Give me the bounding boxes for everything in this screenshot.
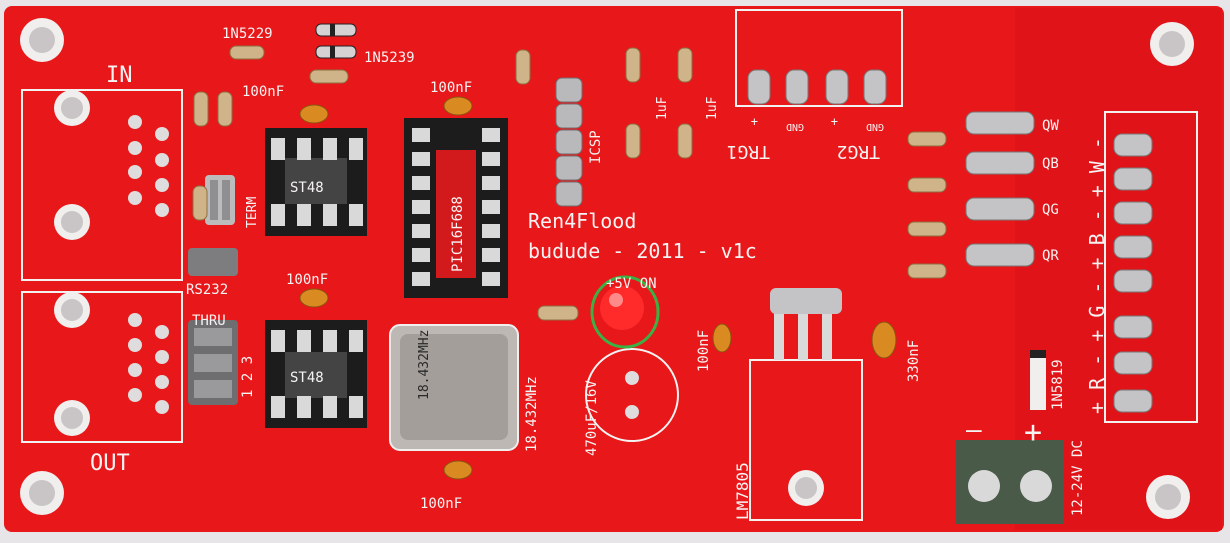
label-diode-1n5229: 1N5229: [222, 26, 273, 42]
led-highlight-circle: [590, 275, 660, 349]
label-qw: QW: [1042, 118, 1059, 134]
label-diode-1n5819: 1N5819: [1050, 359, 1066, 410]
resistors: [192, 45, 947, 321]
voltage-regulator: [749, 288, 863, 521]
label-trg2-plus: +: [831, 115, 838, 129]
board-title-line1: Ren4Flood: [528, 209, 636, 233]
board-title-line2: budude - 2011 - v1c: [528, 239, 757, 263]
ic-socket-mcu: [404, 118, 508, 298]
label-dc-minus: —: [966, 415, 982, 445]
label-qg: QG: [1042, 202, 1059, 218]
ic-socket-top: [265, 128, 367, 236]
label-icsp: ICSP: [588, 130, 604, 164]
label-trg1-gnd: GND: [786, 121, 804, 132]
label-in: IN: [106, 63, 133, 88]
output-terminal-strip: [1104, 111, 1198, 423]
label-jumper-123: 1 2 3: [240, 356, 256, 398]
output-transistors: [965, 111, 1035, 267]
label-trg1: TRG1: [727, 141, 770, 162]
mounting-holes: [20, 18, 1194, 519]
ceramic-capacitors: [299, 96, 897, 480]
trigger-terminals: [735, 9, 903, 107]
glass-diodes: [315, 23, 357, 59]
label-qb: QB: [1042, 156, 1059, 172]
label-power-on: +5V ON: [606, 276, 657, 292]
label-diode-1n5239: 1N5239: [364, 50, 415, 66]
label-term: TERM: [245, 197, 260, 228]
electrolytic-cap-outline: [585, 348, 679, 442]
label-trg1-plus: +: [751, 115, 758, 129]
icsp-header: [555, 77, 583, 207]
label-rgbw: + R - + G - + B - + W -: [1085, 137, 1109, 414]
rs232-jumper: [188, 248, 238, 276]
label-cap-100n-e: 100nF: [696, 330, 712, 372]
label-cap-100n-a: 100nF: [242, 84, 284, 100]
label-cap-100n-d: 100nF: [420, 496, 462, 512]
label-cap-330n: 330nF: [906, 340, 922, 382]
rj45-in-outline: [21, 89, 183, 281]
label-cap-100n-b: 100nF: [430, 80, 472, 96]
crystal-oscillator: [389, 324, 519, 451]
label-ic-driver-a: ST48: [290, 180, 324, 196]
label-dc-input: 12-24V DC: [1070, 440, 1086, 516]
label-cap-1u-b: 1uF: [705, 96, 720, 120]
power-led: [600, 286, 644, 330]
label-trg2: TRG2: [837, 141, 880, 162]
label-crystal: 18.432MHz: [524, 376, 540, 452]
ic-socket-bottom: [265, 320, 367, 428]
label-cap-100n-c: 100nF: [286, 272, 328, 288]
label-cap-470: 470uF/16V: [584, 380, 600, 456]
label-regulator: LM7805: [733, 462, 752, 520]
term-jumper: [205, 175, 235, 225]
schottky-diode: [1030, 350, 1046, 410]
label-qr: QR: [1042, 248, 1059, 264]
label-ic-driver-b: ST48: [290, 370, 324, 386]
rj45-out-outline: [21, 291, 183, 443]
label-cap-1u-a: 1uF: [655, 96, 670, 120]
label-ic-mcu: PIC16F688: [450, 196, 466, 272]
label-thru: THRU: [192, 313, 226, 329]
label-trg2-gnd: GND: [866, 121, 884, 132]
crystal-marking: 18.432MHz: [417, 330, 432, 400]
label-rs232: RS232: [186, 282, 228, 298]
label-out: OUT: [90, 451, 130, 476]
dc-terminal: [956, 440, 1064, 524]
thru-jumper: [188, 320, 238, 405]
label-dc-plus: +: [1024, 415, 1042, 450]
